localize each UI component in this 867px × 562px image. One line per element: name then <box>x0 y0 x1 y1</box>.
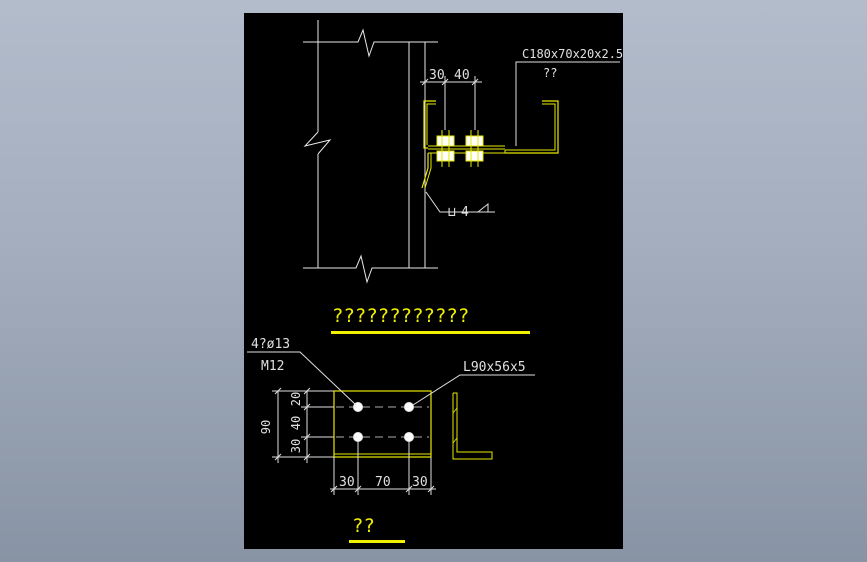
dim-tick-3 <box>471 78 479 86</box>
dim-bottom-30-left: 30 <box>339 475 355 490</box>
dim-left-tick-1 <box>274 387 282 395</box>
dim-left-tick-2 <box>274 453 282 461</box>
dim-left-30-bottom: 30 <box>289 439 303 453</box>
column-break-mark <box>303 131 332 155</box>
top-break-line <box>303 28 438 58</box>
dim-left-20: 20 <box>289 392 303 406</box>
dim-left-tick-4 <box>303 403 311 411</box>
bolt-note-line1: 4?ø13 <box>251 337 290 352</box>
detail-title-underline-upper <box>331 331 530 334</box>
dim-text-40: 40 <box>454 68 470 83</box>
dim-bottom-tick-4 <box>427 485 435 493</box>
weld-leader <box>425 191 495 213</box>
angle-section <box>452 392 493 460</box>
dim-bottom-30-right: 30 <box>412 475 428 490</box>
purlin-connection <box>421 100 559 189</box>
upper-text: 30 40 C180x70x20x2.5 ?? ⊔ 4 ???????????? <box>332 47 623 327</box>
plate-text: 4?ø13 M12 L90x56x5 90 30 40 20 30 70 30 … <box>251 337 526 537</box>
dim-bottom-70: 70 <box>375 475 391 490</box>
left-dimensions <box>272 387 334 463</box>
upper-dimensions <box>420 61 620 213</box>
section-label: C180x70x20x2.5 <box>522 47 623 61</box>
dim-bottom-tick-2 <box>354 485 362 493</box>
section-leader <box>515 61 620 146</box>
weld-symbol: ⊔ <box>448 205 456 220</box>
angle-inner <box>426 103 436 145</box>
angle-label: L90x56x5 <box>463 360 526 375</box>
angle-hatch-1 <box>452 407 458 414</box>
weld-size: 4 <box>461 205 469 220</box>
dim-left-tick-6 <box>303 453 311 461</box>
column-elevation <box>303 20 438 284</box>
dim-tick-2 <box>441 78 449 86</box>
dim-left-40: 40 <box>289 416 303 430</box>
bottom-dimensions <box>330 441 436 495</box>
plate-leaders <box>247 351 535 406</box>
c-purlin-inner <box>505 103 556 151</box>
section-note: ?? <box>543 66 557 80</box>
angle-toe <box>421 153 429 189</box>
angle-label-leader <box>412 374 535 406</box>
bolts-upper <box>436 130 484 167</box>
weld-flag <box>476 202 489 213</box>
plate-detail <box>247 351 535 495</box>
dim-tick-1 <box>421 78 429 86</box>
bolt-note-line2: M12 <box>261 359 284 374</box>
dim-left-tick-5 <box>303 433 311 441</box>
dim-text-30: 30 <box>429 68 445 83</box>
angle-top-lip <box>423 100 436 149</box>
detail-title-underline-lower <box>349 540 405 543</box>
c-purlin-outer <box>505 100 559 154</box>
bolt-upper-left <box>436 130 455 167</box>
bolt-upper-right <box>465 130 484 167</box>
dim-left-total: 90 <box>259 420 273 434</box>
dim-bottom-tick-3 <box>405 485 413 493</box>
bolt-note-leader <box>247 351 357 406</box>
detail-title-upper: ???????????? <box>332 305 469 327</box>
dim-left-tick-3 <box>303 387 311 395</box>
detail-title-lower: ?? <box>352 515 375 537</box>
bottom-break-line <box>303 254 438 284</box>
cleat-plate <box>333 390 432 458</box>
angle-toe-inner <box>424 153 432 189</box>
angle-hatch-2 <box>452 437 458 444</box>
dim-bottom-tick-1 <box>330 485 338 493</box>
